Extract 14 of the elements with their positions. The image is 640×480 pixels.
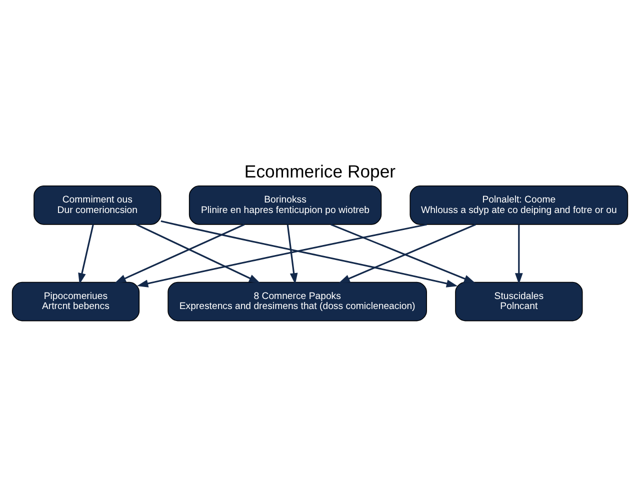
- arrow: [136, 223, 260, 283]
- arrow: [114, 223, 245, 283]
- node-box: Stuscidales Polncant: [455, 281, 583, 321]
- arrow: [136, 223, 427, 287]
- node-box: Commiment ous Dur comerioncsion: [34, 185, 162, 224]
- diagram-title: Ecommerice Roper: [244, 161, 396, 182]
- arrow: [160, 220, 458, 287]
- node-box: Borinokss Plinire en hapres fenticupion po wiotreb: [188, 185, 382, 224]
- node-box: Polnalelt: Coome Whlouss a sdyp ate co deiping and fotre or ou: [410, 185, 628, 224]
- node-box: 8 Comnerce Papoks Exprestencs and dresimens that (doss comicleneacion): [168, 281, 427, 321]
- node-box: Pipocomeriues Artrcnt bebencs: [12, 281, 140, 321]
- arrow: [286, 224, 298, 284]
- arrow: [514, 224, 523, 284]
- arrow: [78, 224, 94, 284]
